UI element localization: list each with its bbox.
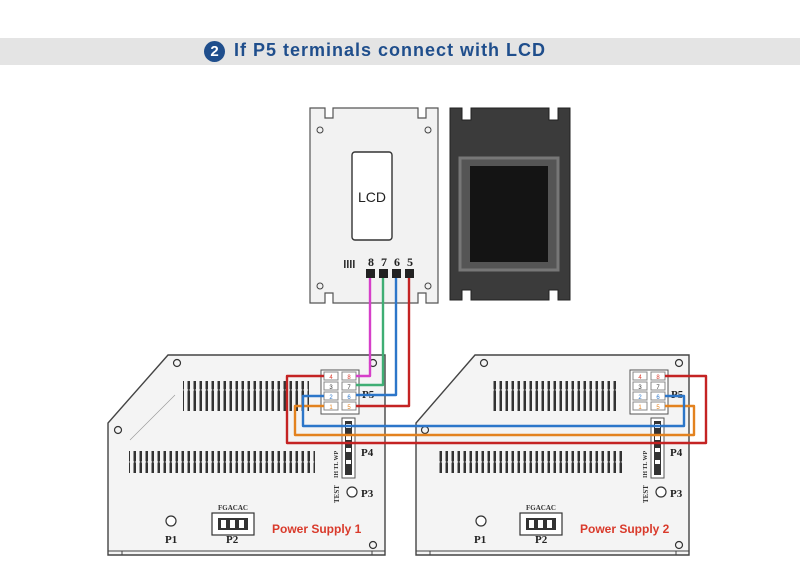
lcd-screen-label: LCD: [358, 189, 386, 205]
p1-label: P1: [474, 534, 486, 546]
lcd-screen-outline: [351, 151, 393, 241]
p3-button: [655, 486, 667, 498]
lcd-device: [449, 107, 571, 301]
svg-text:7: 7: [347, 385, 351, 391]
wire-blue: [356, 278, 398, 397]
vent-slots-lower: [437, 451, 623, 473]
step-number-badge: 2: [204, 41, 225, 62]
lcd-board: LCD 8 7 6 5: [309, 107, 439, 304]
lcd-small-pins: [344, 260, 355, 268]
svg-text:1: 1: [329, 405, 333, 411]
p2-label: P2: [226, 534, 239, 546]
svg-text:8: 8: [656, 375, 660, 381]
lcd-pin-8: [366, 269, 375, 278]
p5-connector: 4 8 3 7 2 6 1 5: [629, 369, 669, 415]
wire-red: [356, 278, 411, 408]
p4-pin-names: IH TL WP: [334, 451, 340, 478]
wire-green: [356, 278, 385, 387]
p4-label: P4: [361, 447, 374, 459]
wire-orange-parallel: [293, 404, 696, 437]
lcd-pin-5-label: 5: [407, 255, 413, 269]
svg-text:5: 5: [347, 405, 351, 411]
svg-text:1: 1: [638, 405, 642, 411]
p4-connector: [341, 417, 356, 479]
svg-text:2: 2: [638, 395, 642, 401]
p3-label: P3: [361, 488, 374, 500]
p5-connector: 4 8 3 7 2 6 1 5: [320, 369, 360, 415]
svg-text:8: 8: [347, 375, 351, 381]
test-label: TEST: [642, 485, 650, 503]
lcd-pin-5: [405, 269, 414, 278]
vent-slots-upper: [490, 381, 616, 411]
lcd-device-screen: [470, 166, 548, 262]
lcd-pin-7-label: 7: [381, 255, 387, 269]
vent-slots-upper: [183, 381, 309, 411]
header-banner: [0, 38, 800, 65]
page-title: If P5 terminals connect with LCD: [234, 40, 547, 60]
svg-text:5: 5: [656, 405, 660, 411]
lcd-pin-6: [392, 269, 401, 278]
lcd-pin-6-label: 6: [394, 255, 400, 269]
wire-magenta: [356, 278, 372, 378]
p4-pin-names: IH TL WP: [643, 451, 649, 478]
lcd-pin-8-label: 8: [368, 255, 374, 269]
svg-text:2: 2: [329, 395, 333, 401]
p4-connector: [650, 417, 665, 479]
svg-text:3: 3: [329, 385, 333, 391]
p2-pin-names: FGACAC: [218, 504, 248, 512]
vent-slots-lower: [129, 451, 315, 473]
parallel-wires: [285, 374, 708, 445]
p4-label: P4: [670, 447, 683, 459]
svg-text:6: 6: [347, 395, 351, 401]
svg-text:6: 6: [656, 395, 660, 401]
p1-hole: [165, 515, 177, 527]
p2-pin-names: FGACAC: [526, 504, 556, 512]
p3-label: P3: [670, 488, 683, 500]
power-supply-2: 4 8 3 7 2 6 1 5 P5 P4 IH TL WP TEST P3 P…: [415, 354, 690, 556]
lcd-wires: [356, 278, 411, 408]
power-supply-1: 4 8 3 7 2 6 1 5 P5 P4 IH TL WP TEST P3 P…: [107, 354, 386, 556]
p3-button: [346, 486, 358, 498]
test-label: TEST: [333, 485, 341, 503]
svg-text:7: 7: [656, 385, 660, 391]
power-supply-2-label: Power Supply 2: [580, 522, 670, 536]
wire-blue-parallel: [301, 394, 686, 428]
p2-label: P2: [535, 534, 548, 546]
p1-label: P1: [165, 534, 177, 546]
svg-text:3: 3: [638, 385, 642, 391]
wire-red-parallel: [285, 374, 708, 445]
p1-hole: [475, 515, 487, 527]
svg-text:4: 4: [638, 375, 642, 381]
svg-text:4: 4: [329, 375, 333, 381]
lcd-pin-7: [379, 269, 388, 278]
power-supply-1-label: Power Supply 1: [272, 522, 362, 536]
